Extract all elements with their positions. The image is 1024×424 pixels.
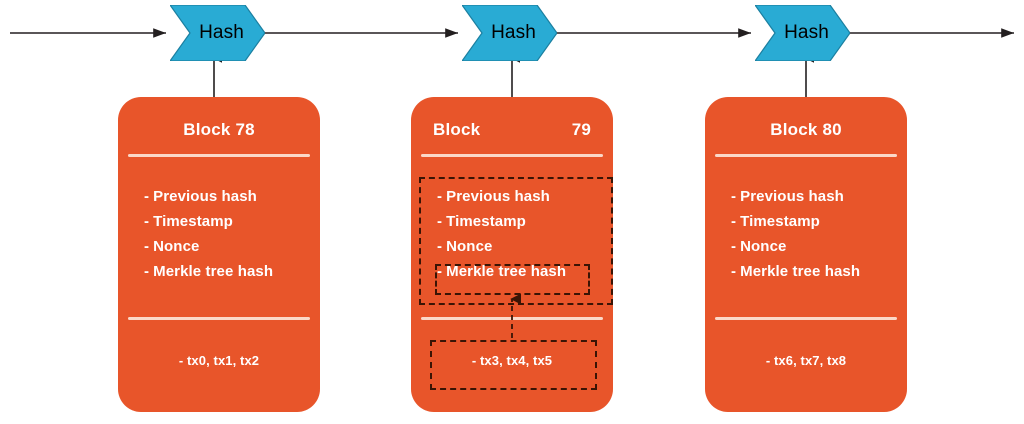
- block-79-field-timestamp: -Timestamp: [437, 209, 603, 234]
- block-78-transactions: - tx0, tx1, tx2: [178, 353, 260, 368]
- list-marker: -: [437, 263, 443, 280]
- list-marker: -: [437, 213, 443, 230]
- block-79-title-right: 79: [571, 120, 591, 139]
- block-78-field-nonce: -Nonce: [144, 234, 310, 259]
- field-label: Nonce: [153, 238, 200, 255]
- block-79-title-left: Block: [433, 120, 481, 139]
- block-80-divider-bottom: [715, 317, 897, 320]
- field-label: Nonce: [446, 238, 493, 255]
- block-80[interactable]: Block 80 -Previous hash -Timestamp -Nonc…: [705, 97, 907, 412]
- field-label: Nonce: [740, 238, 787, 255]
- block-80-title: Block 80: [770, 120, 842, 139]
- block-80-field-previous-hash: -Previous hash: [731, 184, 897, 209]
- chevron-icon: [170, 5, 265, 61]
- list-marker: -: [731, 263, 737, 280]
- field-label: Previous hash: [153, 188, 257, 205]
- list-marker: -: [731, 188, 737, 205]
- block-78-divider-bottom: [128, 317, 310, 320]
- list-marker: -: [144, 188, 150, 205]
- block-79-divider-bottom: [421, 317, 603, 320]
- list-marker: -: [437, 188, 443, 205]
- block-78-field-timestamp: -Timestamp: [144, 209, 310, 234]
- hash-node-3[interactable]: Hash: [755, 5, 850, 61]
- field-label: Timestamp: [446, 213, 526, 230]
- block-78[interactable]: Block 78 -Previous hash -Timestamp -Nonc…: [118, 97, 320, 412]
- field-label: Merkle tree hash: [153, 263, 274, 280]
- hash-node-1-label: Hash: [199, 22, 244, 43]
- field-label: Merkle tree hash: [740, 263, 861, 280]
- block-79-transactions: - tx3, tx4, tx5: [471, 353, 553, 368]
- block-79[interactable]: Block 79 -Previous hash -Timestamp -Nonc…: [411, 97, 613, 412]
- block-79-field-merkle-tree-hash: -Merkle tree hash: [437, 259, 603, 284]
- block-78-divider-top: [128, 154, 310, 157]
- block-80-field-nonce: -Nonce: [731, 234, 897, 259]
- hash-node-1[interactable]: Hash: [170, 5, 265, 61]
- block-79-field-previous-hash: -Previous hash: [437, 184, 603, 209]
- block-80-field-merkle-tree-hash: -Merkle tree hash: [731, 259, 897, 284]
- list-marker: -: [144, 238, 150, 255]
- field-label: Previous hash: [740, 188, 844, 205]
- list-marker: -: [437, 238, 443, 255]
- block-79-field-list: -Previous hash -Timestamp -Nonce -Merkle…: [437, 184, 603, 284]
- list-marker: -: [731, 238, 737, 255]
- block-80-divider-top: [715, 154, 897, 157]
- block-78-field-merkle-tree-hash: -Merkle tree hash: [144, 259, 310, 284]
- list-marker: -: [731, 213, 737, 230]
- block-80-field-timestamp: -Timestamp: [731, 209, 897, 234]
- block-79-title: Block 79: [411, 120, 613, 140]
- field-label: Merkle tree hash: [446, 263, 567, 280]
- block-78-field-previous-hash: -Previous hash: [144, 184, 310, 209]
- field-label: Timestamp: [740, 213, 820, 230]
- block-78-title: Block 78: [183, 120, 255, 139]
- block-78-field-list: -Previous hash -Timestamp -Nonce -Merkle…: [144, 184, 310, 284]
- field-label: Timestamp: [153, 213, 233, 230]
- hash-node-3-label: Hash: [784, 22, 829, 43]
- block-80-field-list: -Previous hash -Timestamp -Nonce -Merkle…: [731, 184, 897, 284]
- field-label: Previous hash: [446, 188, 550, 205]
- hash-node-2[interactable]: Hash: [462, 5, 557, 61]
- list-marker: -: [144, 213, 150, 230]
- block-80-transactions: - tx6, tx7, tx8: [765, 353, 847, 368]
- list-marker: -: [144, 263, 150, 280]
- block-79-divider-top: [421, 154, 603, 157]
- chevron-icon: [755, 5, 850, 61]
- hash-node-2-label: Hash: [491, 22, 536, 43]
- block-79-field-nonce: -Nonce: [437, 234, 603, 259]
- chevron-icon: [462, 5, 557, 61]
